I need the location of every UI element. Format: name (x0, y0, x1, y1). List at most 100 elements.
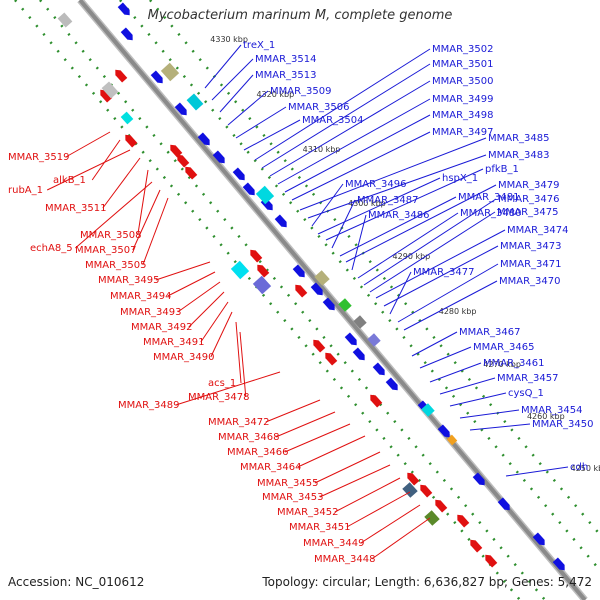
leader-line-left (137, 169, 149, 236)
gene-label-right: MMAR_3477 (413, 267, 475, 278)
gene-label-right: MMAR_3481 (458, 192, 520, 203)
leader-line-right (383, 245, 499, 307)
leader-line-left (319, 464, 391, 498)
tick-label: 4330 kbp (210, 35, 248, 44)
leader-line-left (46, 149, 131, 191)
gene-label-left: acs_1 (208, 378, 236, 389)
gene-label-right: MMAR_3479 (498, 180, 560, 191)
gene-label-right: MMAR_3509 (270, 86, 332, 97)
leader-line-right (397, 263, 499, 323)
gene-arrow-reverse (325, 352, 338, 366)
gene-label-right: hspX_1 (442, 173, 478, 184)
leader-line-left (175, 371, 281, 406)
feature-box (186, 93, 204, 111)
gene-label-left: MMAR_3464 (240, 462, 302, 473)
feature-box (314, 270, 330, 286)
gene-label-right: pfkB_1 (485, 164, 519, 175)
leader-line-right (291, 131, 431, 201)
leader-line-right (363, 198, 497, 286)
leader-line-right (469, 423, 531, 431)
leader-line-left (275, 411, 336, 438)
leader-line-right (211, 58, 254, 101)
leader-line-left (102, 157, 141, 209)
gene-label-right: MMAR_3501 (432, 59, 494, 70)
leader-line-left (75, 181, 153, 249)
gene-label-left: MMAR_3494 (110, 291, 172, 302)
gene-label-left: MMAR_3519 (8, 152, 70, 163)
gene-arrow-forward (352, 347, 365, 361)
gene-label-right: MMAR_3498 (432, 110, 494, 121)
leader-line-right (235, 106, 287, 139)
tick-label: 4320 kbp (256, 90, 294, 99)
gene-label-left: MMAR_3472 (208, 417, 270, 428)
gene-label-right: MMAR_3486 (368, 210, 430, 221)
leader-line-left (265, 399, 321, 423)
leader-line-right (439, 377, 496, 395)
leader-line-left (371, 517, 431, 560)
leader-line-right (449, 392, 507, 407)
gene-label-right: MMAR_3504 (302, 115, 364, 126)
tick-label: 4310 kbp (303, 145, 341, 154)
gene-label-right: MMAR_3480 (460, 208, 522, 219)
leader-line-right (339, 196, 457, 257)
leader-line-right (345, 184, 497, 263)
leader-line-left (91, 139, 121, 181)
gene-label-left: alkB_1 (53, 175, 86, 186)
leader-line-right (317, 177, 441, 235)
tick-label: 4300 kbp (348, 199, 386, 208)
gene-label-right: MMAR_3450 (532, 419, 594, 430)
leader-line-left (142, 197, 169, 266)
gene-arrow-reverse (470, 539, 483, 553)
feature-box (353, 315, 367, 329)
gene-label-right: MMAR_3465 (473, 342, 535, 353)
gene-arrow-reverse (420, 484, 433, 498)
gene-arrow-forward (292, 264, 305, 278)
feature-box (424, 510, 440, 526)
gene-label-right: MMAR_3483 (488, 150, 550, 161)
gene-label-right: MMAR_3496 (345, 179, 407, 190)
leader-line-right (369, 211, 496, 293)
gene-label-right: MMAR_3475 (497, 207, 559, 218)
leader-line-left (297, 435, 366, 468)
gene-arrow-reverse (313, 339, 326, 353)
leader-line-right (375, 229, 506, 299)
leader-line-right (261, 63, 431, 169)
gene-label-right: MMAR_3487 (357, 195, 419, 206)
gene-arrow-reverse (407, 472, 420, 486)
gene-arrow-reverse (457, 514, 470, 528)
gene-label-left: MMAR_3489 (118, 400, 180, 411)
leader-line-left (177, 281, 221, 313)
gene-label-left: MMAR_3453 (262, 492, 324, 503)
gene-label-right: MMAR_3514 (255, 54, 317, 65)
leader-line-right (403, 280, 498, 331)
gene-arrow-reverse (370, 394, 383, 408)
tick-label: 4270 kbp (483, 360, 521, 369)
gene-label-right: MMAR_3500 (432, 76, 494, 87)
gene-arrow-forward (174, 102, 187, 116)
gene-label-right: MMAR_3513 (255, 70, 317, 81)
leader-line-right (351, 214, 367, 271)
gene-arrow-forward (532, 532, 545, 546)
gene-arrow-forward (437, 424, 450, 438)
gene-label-left: MMAR_3507 (75, 245, 137, 256)
tick-label: 4290 kbp (393, 252, 431, 261)
leader-line-left (235, 321, 242, 384)
gene-label-right: MMAR_3470 (499, 276, 561, 287)
gene-arrow-forward (497, 497, 510, 511)
feature-box (402, 482, 418, 498)
gene-label-right: MMAR_3461 (483, 358, 545, 369)
feature-box (230, 260, 250, 280)
feature-box (338, 298, 352, 312)
gene-arrow-reverse (125, 134, 138, 148)
leader-line-right (357, 212, 459, 279)
leader-line-right (219, 74, 254, 113)
leader-line-right (227, 90, 269, 126)
gene-label-left: MMAR_3448 (314, 554, 376, 565)
gene-label-right: cysQ_1 (508, 388, 544, 399)
gene-label-right: MMAR_3474 (507, 225, 569, 236)
right-feature-track (119, 0, 600, 573)
gene-label-left: echA8_5 (30, 243, 73, 254)
gene-arrow-forward (310, 282, 323, 296)
